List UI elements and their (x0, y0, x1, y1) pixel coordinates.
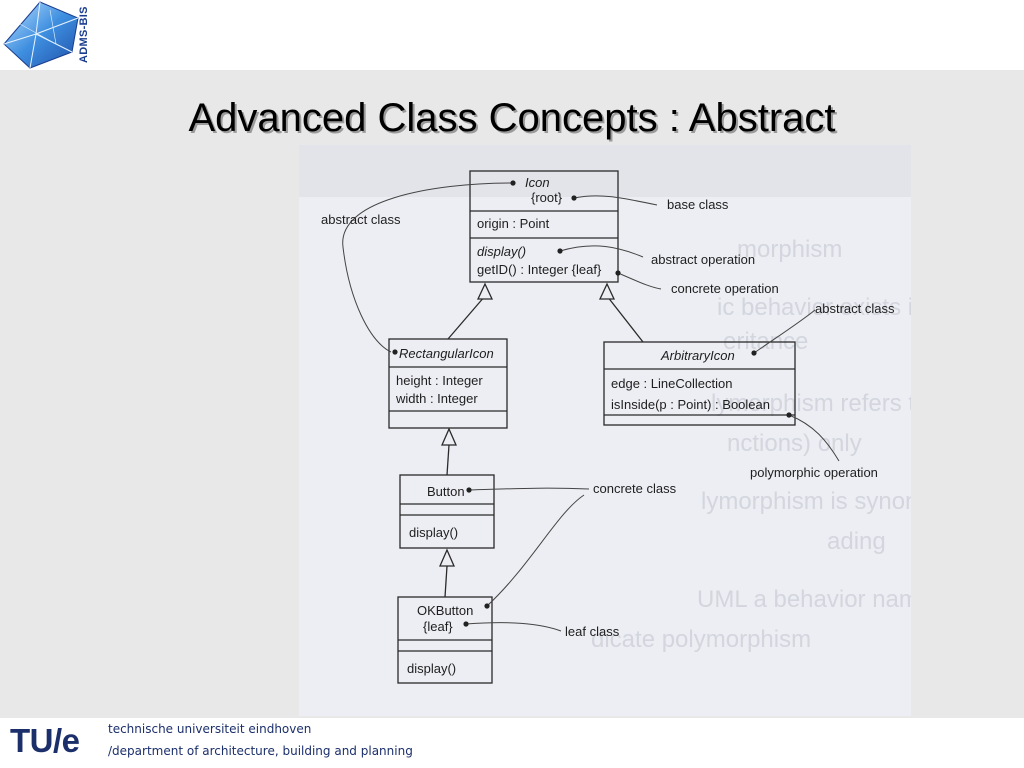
annotation-connector (753, 309, 816, 354)
scan-background (299, 145, 911, 716)
inheritance-arrow-icon (439, 548, 455, 567)
class-name-arbitrary-icon: ArbitraryIcon (660, 348, 735, 363)
class-arbitrary-icon (603, 341, 796, 426)
class-operation-display: display() (477, 244, 526, 259)
class-operation-getid: getID() : Integer {leaf} (477, 262, 602, 277)
inheritance-line (447, 295, 486, 340)
annotation-dot (466, 487, 472, 493)
class-operation: isInside(p : Point) : Boolean (611, 397, 770, 412)
footer (0, 718, 1024, 768)
annotation-dot (615, 270, 621, 276)
class-name-okbutton: OKButton (417, 603, 473, 618)
faded-text-line: ic behavior exists in the context (717, 294, 911, 321)
annotation-connector (573, 195, 658, 206)
inheritance-arrow-icon (598, 282, 616, 300)
faded-text-line: dicate polymorphism (591, 626, 811, 653)
annotation-connector (342, 182, 514, 353)
annotation-dot (751, 350, 757, 356)
class-name-rectangular-icon: RectangularIcon (399, 346, 494, 361)
annotation-connector (617, 272, 662, 290)
class-stereotype-leaf: {leaf} (423, 619, 453, 634)
class-attribute: edge : LineCollection (611, 376, 732, 391)
tue-logo: TU/e (10, 722, 80, 759)
university-name: technische universiteit eindhoven (108, 722, 312, 736)
annotation-dot (557, 248, 563, 254)
slide-title: Advanced Class Concepts : Abstract (188, 96, 836, 140)
department-name: /department of architecture, building an… (108, 744, 413, 758)
class-operation: display() (407, 661, 456, 676)
faded-text-line: UML a behavior name in italics is used (697, 586, 911, 613)
faded-text-line: ading (827, 528, 886, 555)
class-icon (469, 170, 619, 283)
annotation-dot (392, 349, 398, 355)
inheritance-arrow-icon (441, 427, 457, 446)
class-attribute: width : Integer (395, 391, 478, 406)
annotation-connector (486, 494, 585, 607)
annotation-dot (786, 412, 792, 418)
inheritance-line (446, 444, 450, 476)
uml-diagram: morphism ic behavior exists in the conte… (299, 145, 911, 716)
annotation-connector (465, 622, 562, 632)
annotation-base-class: base class (667, 197, 729, 212)
logo-text: ADMS-BIS (78, 6, 90, 64)
inheritance-line (606, 295, 644, 343)
inheritance-arrow-icon (476, 282, 494, 300)
adms-logo-icon (3, 1, 79, 69)
faded-text-line: morphism (737, 236, 842, 263)
annotation-dot (463, 621, 469, 627)
annotation-abstract-operation: abstract operation (651, 252, 755, 267)
faded-text-line: lymorphism refers to behavior (member (711, 390, 911, 417)
class-attribute: origin : Point (477, 216, 550, 231)
top-bar (0, 0, 1024, 70)
class-name-icon: Icon (525, 175, 550, 190)
annotation-connector (559, 245, 644, 258)
annotation-polymorphic-operation: polymorphic operation (750, 465, 878, 480)
class-attribute: height : Integer (396, 373, 483, 388)
faded-text-line: nctions) only (727, 430, 862, 457)
class-name-button: Button (427, 484, 465, 499)
annotation-dot (571, 195, 577, 201)
annotation-concrete-class: concrete class (593, 481, 677, 496)
inheritance-line (444, 565, 448, 598)
annotation-abstract-class-right: abstract class (815, 301, 895, 316)
class-stereotype-root: {root} (531, 190, 563, 205)
faded-text-line: lymorphism is synonymous with dynamic (701, 488, 911, 515)
annotation-dot (484, 603, 490, 609)
annotation-concrete-operation: concrete operation (671, 281, 779, 296)
annotation-dot (510, 180, 516, 186)
annotation-abstract-class-left: abstract class (321, 212, 401, 227)
class-operation: display() (409, 525, 458, 540)
annotation-leaf-class: leaf class (565, 624, 620, 639)
annotation-connector (788, 414, 840, 462)
annotation-connector (468, 487, 590, 491)
